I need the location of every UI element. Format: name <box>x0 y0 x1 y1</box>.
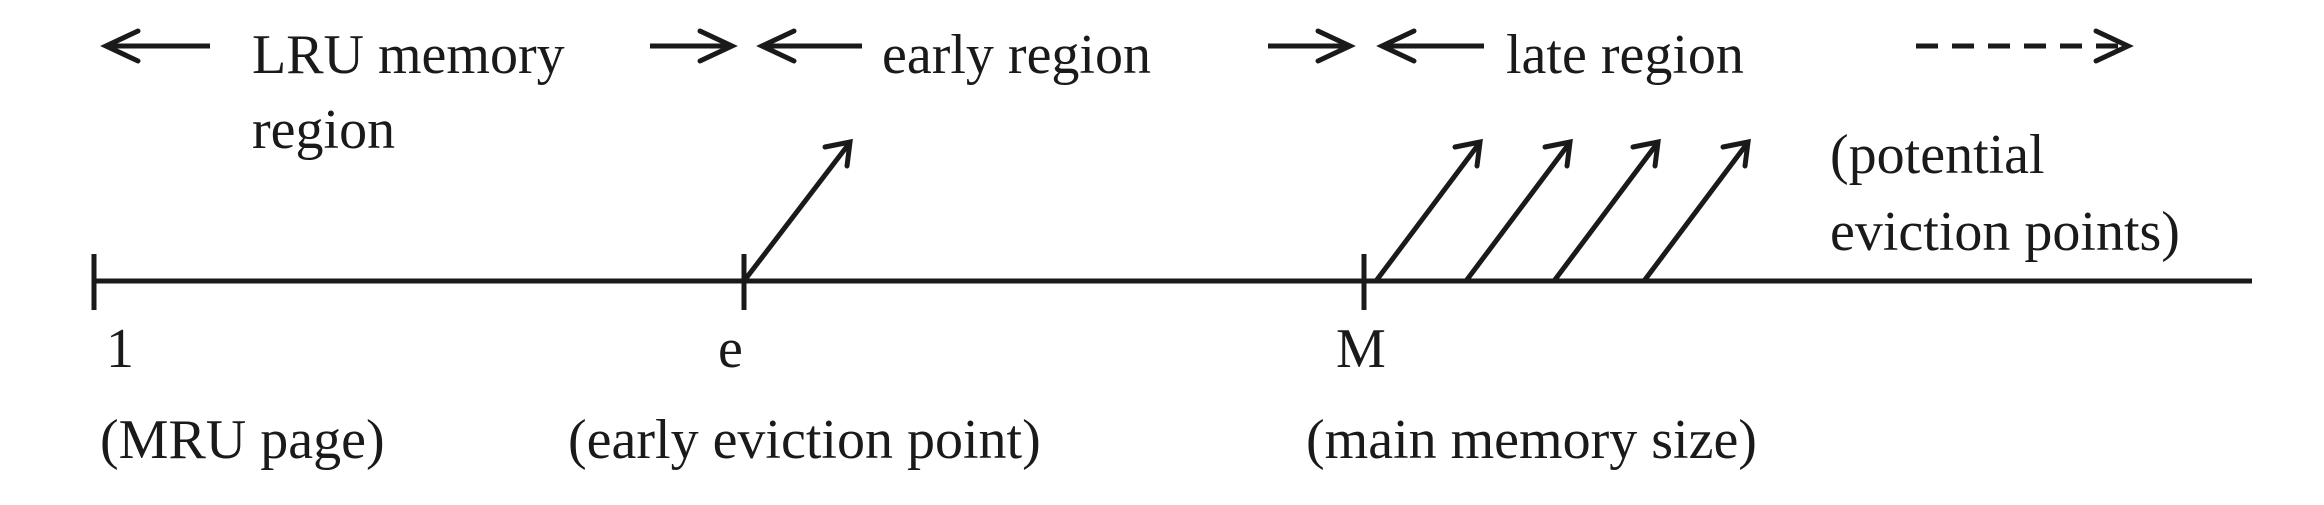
lru-region-label-line2: region <box>252 99 395 161</box>
potential-eviction-arrow <box>1374 138 1483 283</box>
early-region-label: early region <box>882 24 1151 86</box>
potential-eviction-note-line2: eviction points) <box>1830 201 2180 263</box>
potential-eviction-note-line1: (potential <box>1830 124 2045 186</box>
potential-eviction-arrow <box>1642 138 1751 283</box>
potential-eviction-arrow <box>1464 138 1573 283</box>
tick-label-main: M <box>1336 318 1386 380</box>
lru-region-label-line1: LRU memory <box>252 24 565 86</box>
tick-label-first: 1 <box>106 318 134 380</box>
tick-label-early: e <box>718 318 743 380</box>
early-region-left-arrow <box>756 28 862 64</box>
lru-region-left-arrow <box>100 28 210 64</box>
early-eviction-point-caption: (early eviction point) <box>568 409 1041 471</box>
late-region-label: late region <box>1506 24 1744 86</box>
late-region-left-arrow <box>1376 28 1484 64</box>
early-eviction-arrow <box>742 138 853 283</box>
potential-eviction-arrow <box>1552 138 1661 283</box>
mru-page-caption: (MRU page) <box>100 409 385 471</box>
lru-region-right-arrow <box>650 28 738 64</box>
main-memory-size-caption: (main memory size) <box>1306 409 1757 471</box>
early-region-right-arrow <box>1268 28 1356 64</box>
potential-dashed-arrow <box>1916 28 2134 64</box>
